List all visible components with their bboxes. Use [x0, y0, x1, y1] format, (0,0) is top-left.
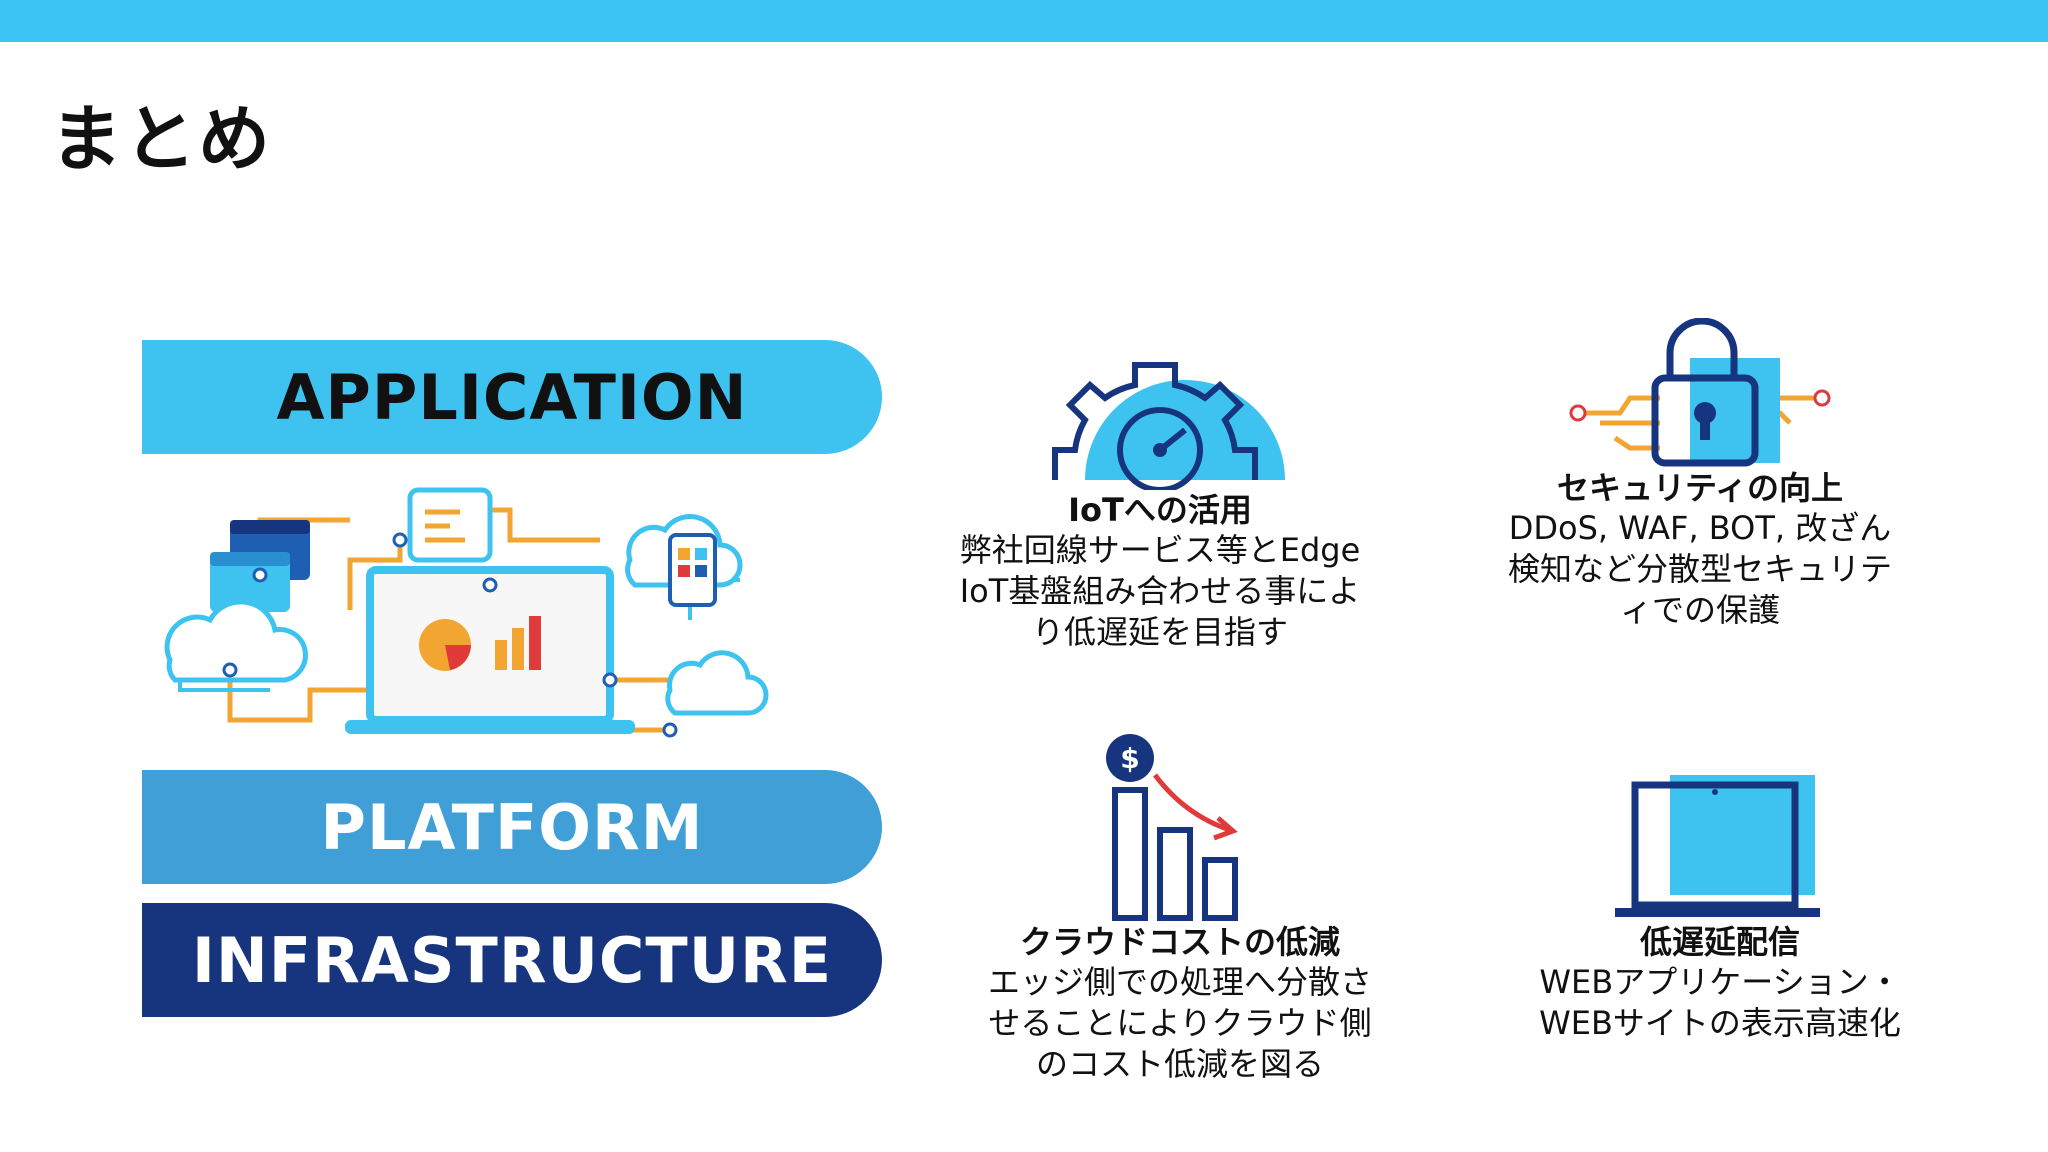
- delivery-title: 低遅延配信: [1639, 923, 1800, 961]
- slide-title: まとめ: [50, 97, 273, 181]
- feature-delivery: 低遅延配信 WEBアプリケーション・ WEBサイトの表示高速化: [1500, 770, 1940, 1044]
- application-layer-label: APPLICATION: [142, 340, 882, 454]
- padlock-icon: [1569, 318, 1831, 467]
- cost-down-chart-icon: $: [1106, 734, 1238, 921]
- infrastructure-layer-label: INFRASTRUCTURE: [142, 903, 882, 1017]
- security-title: セキュリティの向上: [1556, 469, 1844, 507]
- feature-cost: $ クラウドコストの低減 エッジ側での処理へ分散さ せることによりクラウド側 の…: [940, 730, 1420, 1085]
- top-accent-bar: [0, 0, 2048, 42]
- security-description: DDoS, WAF, BOT, 改ざん 検知など分散型セキュリテ ィでの保護: [1507, 509, 1892, 629]
- gear-gauge-icon: [1052, 362, 1285, 490]
- feature-security: セキュリティの向上 DDoS, WAF, BOT, 改ざん 検知など分散型セキュ…: [1480, 318, 1920, 631]
- delivery-description: WEBアプリケーション・ WEBサイトの表示高速化: [1539, 963, 1901, 1042]
- platform-layer-label: PLATFORM: [142, 770, 882, 884]
- feature-iot: IoTへの活用 弊社回線サービス等とEdge IoT基盤組み合わせる事によ り低…: [920, 330, 1400, 653]
- iot-description: 弊社回線サービス等とEdge IoT基盤組み合わせる事によ り低遅延を目指す: [959, 531, 1361, 651]
- cost-title: クラウドコストの低減: [1019, 923, 1340, 961]
- iot-title: IoTへの活用: [1068, 491, 1252, 529]
- laptop-icon: [1615, 775, 1820, 917]
- svg-text:$: $: [1120, 742, 1139, 775]
- cost-description: エッジ側での処理へ分散さ せることによりクラウド側 のコスト低減を図る: [987, 963, 1372, 1083]
- cloud-network-illustration: [164, 487, 769, 738]
